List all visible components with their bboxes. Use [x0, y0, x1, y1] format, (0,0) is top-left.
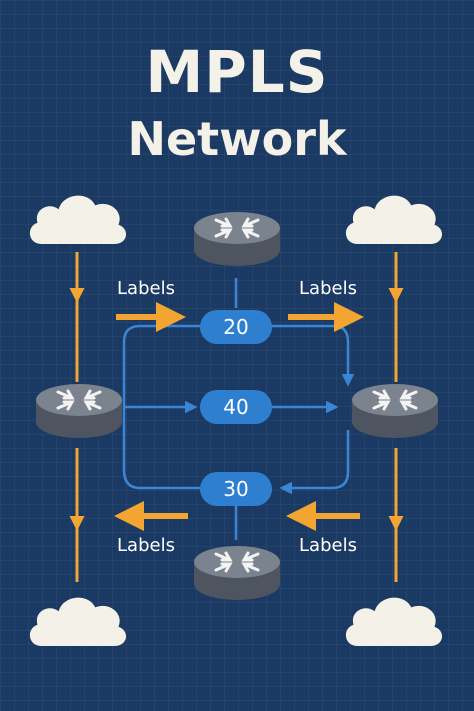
lsp-path-right-down	[272, 324, 355, 387]
diagram-subtitle: Network	[127, 112, 347, 166]
router-icon	[192, 210, 282, 268]
router-icon	[192, 544, 282, 602]
cloud-icon	[29, 597, 127, 646]
cloud-icon	[29, 195, 127, 244]
labels-caption-top-right: Labels	[299, 278, 357, 299]
label-pill-bottom: 30	[200, 472, 272, 506]
label-value-top: 20	[223, 315, 248, 339]
label-pill-top: 20	[200, 310, 272, 344]
router-icon	[350, 382, 440, 440]
labels-caption-bottom-right: Labels	[299, 535, 357, 556]
cloud-icon	[345, 597, 443, 646]
label-value-middle: 40	[223, 395, 248, 419]
label-pill-middle: 40	[200, 390, 272, 424]
label-value-bottom: 30	[223, 477, 248, 501]
labels-caption-top-left: Labels	[117, 278, 175, 299]
lsp-path-right-up	[279, 430, 350, 495]
diagram-title: MPLS	[145, 38, 329, 106]
cloud-icon	[345, 195, 443, 244]
router-icon	[34, 382, 124, 440]
labels-caption-bottom-left: Labels	[117, 535, 175, 556]
